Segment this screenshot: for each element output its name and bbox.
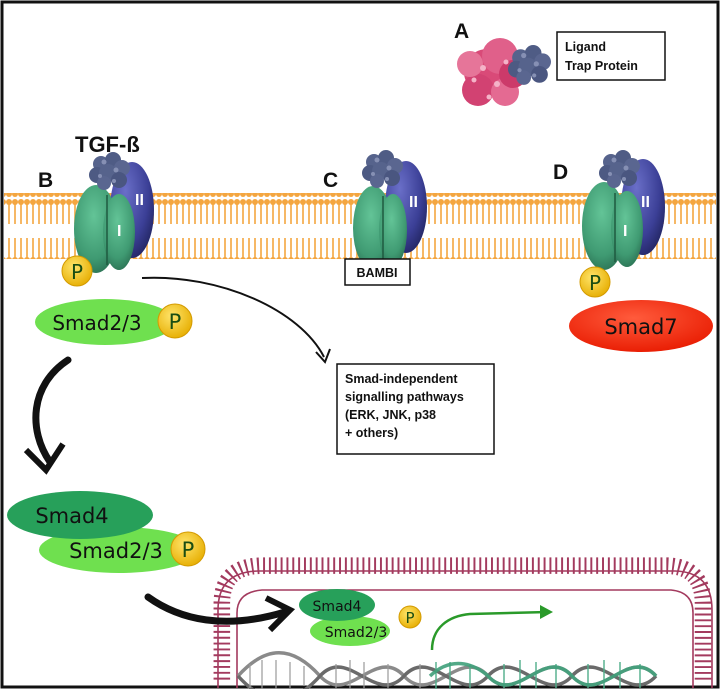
pathways-line3: (ERK, JNK, p38	[345, 408, 436, 422]
smad23-label: Smad2/3	[69, 539, 163, 563]
phospho-label: P	[405, 609, 414, 627]
smad23-phospho-b: Smad2/3 P	[35, 299, 193, 345]
pathway-arrow	[141, 276, 325, 358]
pathways-line2: signalling pathways	[345, 390, 464, 404]
type-one-label: I	[117, 223, 121, 240]
nuclear-envelope	[213, 557, 713, 688]
phospho-icon	[157, 303, 193, 339]
phospho-label: P	[71, 260, 83, 284]
receptor-complex-d: II I P	[579, 150, 665, 298]
phospho-icon	[579, 266, 611, 298]
pathways-line1: Smad-independent	[345, 372, 458, 386]
smad4-oval	[299, 589, 375, 621]
smad23-oval	[310, 616, 390, 646]
ligand-trap-protein-icon	[457, 38, 551, 106]
phospho-label: P	[169, 310, 182, 334]
type-one-label: I	[623, 223, 627, 240]
pathways-line4: + others)	[345, 426, 398, 440]
smad-independent-box	[336, 363, 495, 455]
smad23-label: Smad2/3	[325, 625, 388, 641]
smad7-label: Smad7	[604, 315, 677, 339]
receptor-complex-b: II I P	[61, 152, 154, 287]
bambi-box	[344, 258, 411, 286]
smad7-oval	[569, 300, 713, 352]
panel-letter-a: A	[454, 20, 469, 43]
smad4-oval	[7, 491, 153, 539]
smad-complex-cytoplasm: Smad4 Smad2/3 P	[7, 491, 206, 573]
translocation-arrow-1	[32, 356, 72, 466]
panel-letter-c: C	[323, 169, 338, 192]
tgf-beta-ligand-icon	[89, 152, 130, 190]
smad4-label: Smad4	[313, 599, 362, 615]
tgf-beta-ligand-icon	[362, 150, 403, 188]
smad23-label: Smad2/3	[52, 311, 141, 335]
ligand-trap-label-line1: Ligand	[565, 40, 606, 54]
type-two-label: II	[409, 194, 418, 211]
panel-letter-b: B	[38, 169, 53, 192]
smad4-label: Smad4	[35, 504, 108, 528]
translocation-arrow-2	[144, 593, 289, 625]
panel-letter-d: D	[553, 161, 568, 184]
bambi-label: BAMBI	[357, 266, 398, 280]
phospho-label: P	[589, 271, 601, 295]
receptor-complex-c: II	[353, 150, 427, 270]
ligand-trap-box	[556, 31, 666, 81]
phospho-icon	[398, 605, 422, 629]
phospho-label: P	[182, 538, 195, 562]
dna-helix	[236, 651, 658, 689]
phospho-icon	[61, 255, 93, 287]
smad-complex-nucleus: Smad4 Smad2/3 P	[299, 589, 422, 646]
type-two-label: II	[641, 194, 650, 211]
transcription-arrow	[430, 610, 549, 651]
type-two-label: II	[135, 192, 144, 209]
smad23-oval	[35, 299, 175, 345]
phospho-icon	[170, 531, 206, 567]
ligand-label: TGF-ß	[75, 132, 140, 157]
ligand-trap-label-line2: Trap Protein	[565, 59, 638, 73]
